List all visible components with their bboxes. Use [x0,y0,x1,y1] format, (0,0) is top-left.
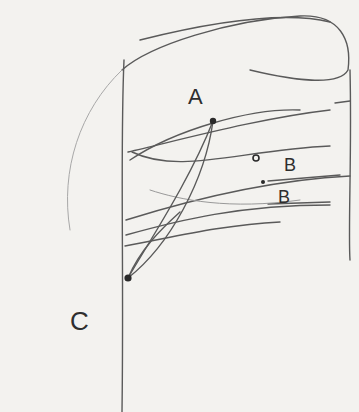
top-rim [122,16,349,80]
helix-line [126,176,350,220]
point-dot [210,118,216,124]
point-label: A [188,86,203,108]
tick [335,101,350,103]
right-side [349,70,350,260]
top-rim [140,18,330,40]
circle-line [128,110,330,152]
point-dot [253,155,259,161]
helix-line [125,222,280,246]
segment-line [128,121,213,278]
point-label: B [284,156,296,174]
left-side [122,60,124,412]
segment-line [128,121,213,278]
point-dot [261,180,265,184]
circle-line [130,110,300,160]
segment-line [128,212,180,278]
point-label: B [278,188,290,206]
point-dot [124,274,131,281]
circle-line [132,146,330,162]
point-label: C [70,308,89,334]
faint-contour [67,70,122,230]
